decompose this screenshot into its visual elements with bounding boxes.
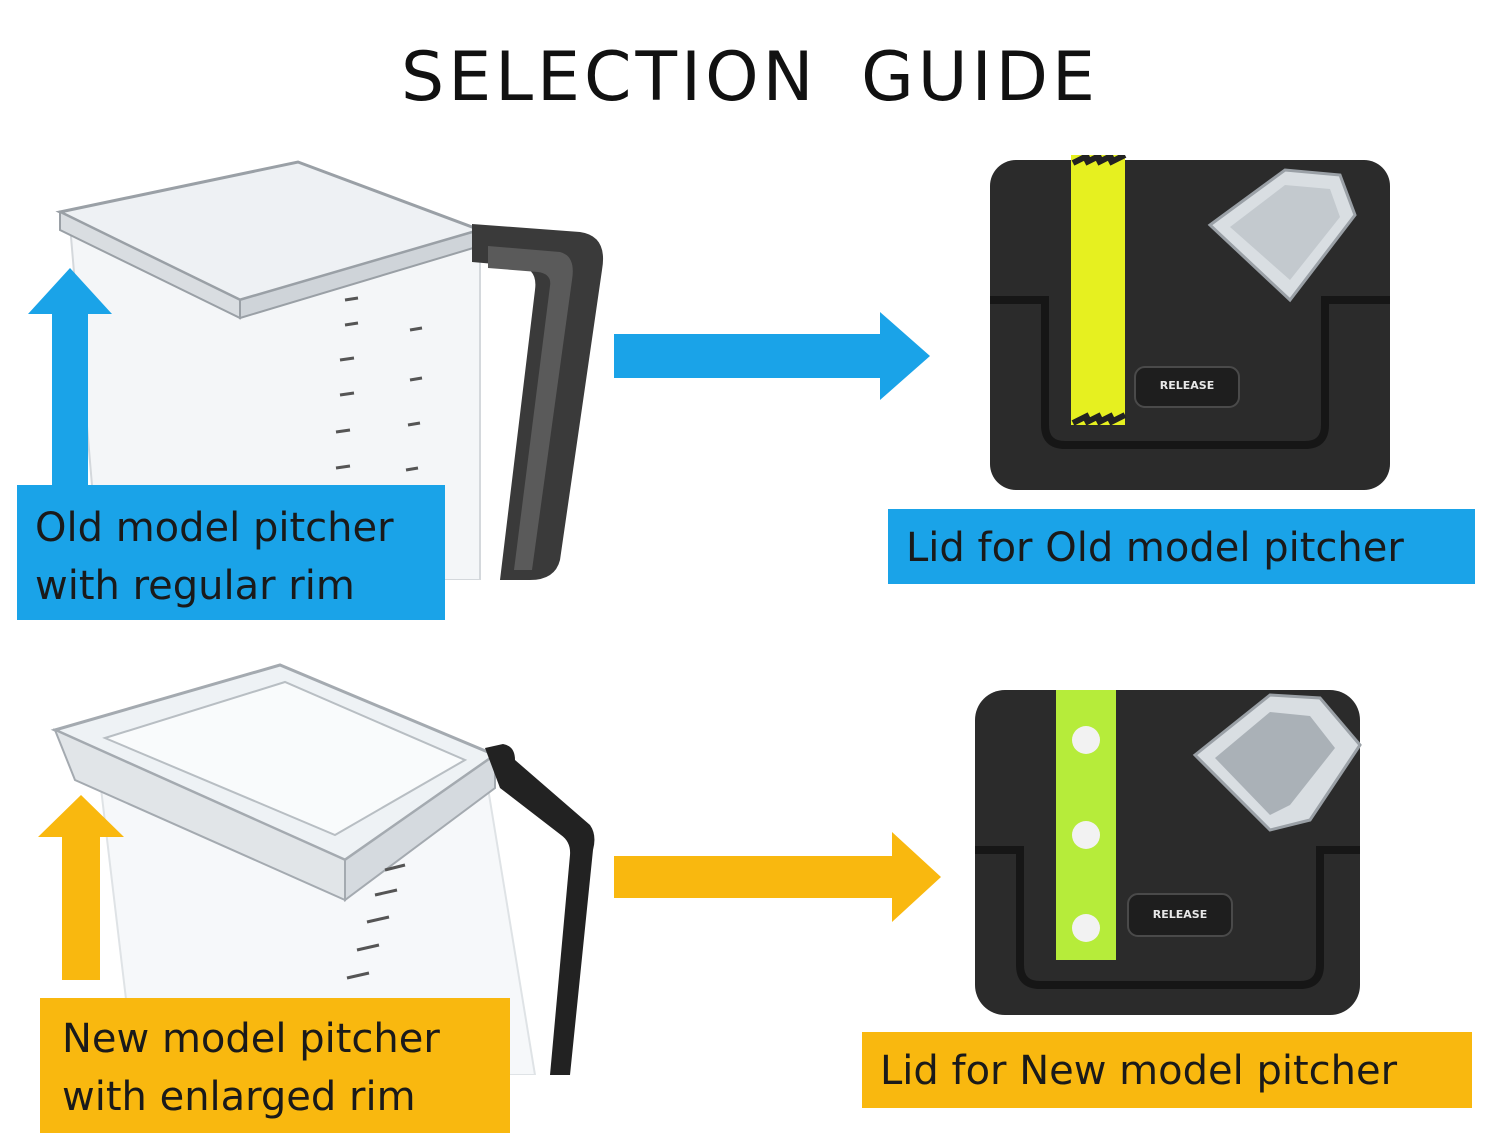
up-arrow-icon xyxy=(28,268,112,488)
old-pitcher-label-line2: with regular rim xyxy=(35,563,355,609)
old-pitcher-label-line1: Old model pitcher xyxy=(35,505,394,551)
new-lid-photo xyxy=(970,680,1370,1025)
new-lid-release-button: RELEASE xyxy=(1152,908,1208,921)
old-lid-label: Lid for Old model pitcher xyxy=(888,509,1475,584)
up-arrow-icon xyxy=(38,795,124,980)
old-lid-release-button: RELEASE xyxy=(1159,379,1215,392)
page-title: SELECTION GUIDE xyxy=(401,38,1099,117)
new-pitcher-label-line2: with enlarged rim xyxy=(62,1074,416,1120)
old-lid-photo xyxy=(985,155,1395,495)
new-pitcher-label: New model pitcher with enlarged rim xyxy=(40,998,510,1133)
new-pitcher-label-line1: New model pitcher xyxy=(62,1016,440,1062)
new-lid-label: Lid for New model pitcher xyxy=(862,1032,1472,1108)
right-arrow-icon xyxy=(614,312,930,400)
old-pitcher-label: Old model pitcher with regular rim xyxy=(17,485,445,620)
old-lid-label-text: Lid for Old model pitcher xyxy=(906,525,1404,571)
new-lid-label-text: Lid for New model pitcher xyxy=(880,1048,1398,1094)
right-arrow-icon xyxy=(614,832,941,922)
